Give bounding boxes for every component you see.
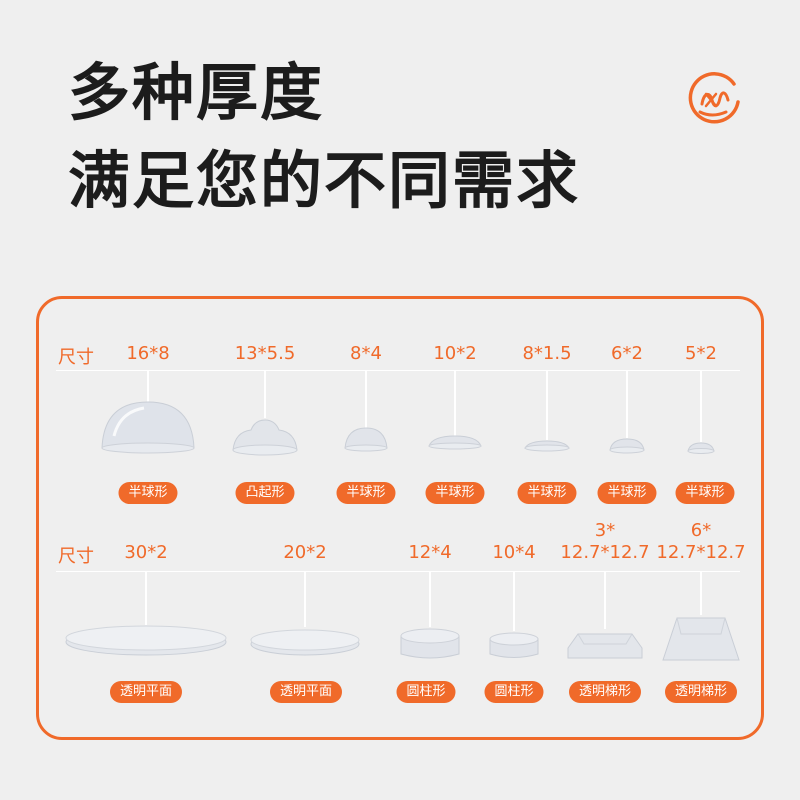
row1-size-6: 6*2 [611, 343, 643, 364]
headline-line-1: 多种厚度 [68, 56, 325, 129]
row2-size-5: 3* 12.7*12.7 [560, 520, 650, 563]
row2-leader-5 [604, 571, 606, 629]
row1-leader-6 [626, 370, 628, 438]
row2-leader-1 [145, 571, 147, 625]
row1-leader-5 [546, 370, 548, 440]
hemisphere-bumper-5x2 [687, 442, 715, 454]
brand-logo-icon [688, 72, 740, 124]
row1-shape-label-2: 凸起形 [235, 482, 295, 504]
row1-size-5: 8*1.5 [522, 343, 572, 364]
row2-size-3: 12*4 [408, 542, 452, 563]
row1-shape-label-5: 半球形 [517, 482, 577, 504]
row1-shape-label-3: 半球形 [336, 482, 396, 504]
raised-bumper-13x5.5 [232, 419, 298, 456]
row1-size-1: 16*8 [126, 343, 170, 364]
row2-shape-label-5: 透明梯形 [568, 681, 642, 703]
row2-size-1: 30*2 [124, 542, 168, 563]
row1-size-7: 5*2 [685, 343, 717, 364]
row1-shape-label-4: 半球形 [425, 482, 485, 504]
row1-size-4: 10*2 [433, 343, 477, 364]
row1-shape-label-6: 半球形 [597, 482, 657, 504]
flat-transparent-pad-30x2 [65, 625, 227, 656]
row1-label: 尺寸 [58, 347, 94, 368]
row2-leader-4 [513, 571, 515, 631]
trapezoid-bumper-6x12.7 [662, 617, 740, 661]
row1-shape-label-7: 半球形 [675, 482, 735, 504]
row2-leader-3 [429, 571, 431, 627]
cylinder-bumper-10x4 [489, 632, 539, 658]
trapezoid-bumper-3x12.7 [567, 633, 643, 659]
cylinder-bumper-12x4 [400, 628, 460, 659]
row2-size-6: 6* 12.7*12.7 [656, 520, 746, 563]
hemisphere-bumper-16x8 [101, 401, 195, 454]
row2-size-2: 20*2 [283, 542, 327, 563]
row1-leader-1 [147, 370, 149, 410]
row2-divider [56, 571, 740, 572]
size-chart-panel [36, 296, 764, 740]
headline-line-2: 满足您的不同需求 [68, 144, 581, 217]
row2-size-4: 10*4 [492, 542, 536, 563]
row2-shape-label-3: 圆柱形 [396, 681, 456, 703]
row2-leader-6 [700, 571, 702, 615]
row2-shape-label-2: 透明平面 [269, 681, 343, 703]
row1-leader-3 [365, 370, 367, 428]
hemisphere-bumper-8x1.5 [524, 440, 570, 452]
row1-size-2: 13*5.5 [234, 343, 296, 364]
hemisphere-bumper-10x2 [428, 435, 482, 450]
flat-transparent-pad-20x2 [250, 629, 360, 656]
row2-shape-label-6: 透明梯形 [664, 681, 738, 703]
hemisphere-bumper-6x2 [609, 438, 645, 454]
hemisphere-bumper-8x4 [344, 427, 388, 452]
row1-shape-label-1: 半球形 [118, 482, 178, 504]
row1-leader-4 [454, 370, 456, 436]
row1-size-3: 8*4 [350, 343, 382, 364]
row2-shape-label-1: 透明平面 [109, 681, 183, 703]
row2-leader-2 [304, 571, 306, 627]
row2-shape-label-4: 圆柱形 [484, 681, 544, 703]
row2-label: 尺寸 [58, 546, 94, 567]
row1-divider [56, 370, 740, 371]
row1-leader-2 [264, 370, 266, 418]
row1-leader-7 [700, 370, 702, 442]
